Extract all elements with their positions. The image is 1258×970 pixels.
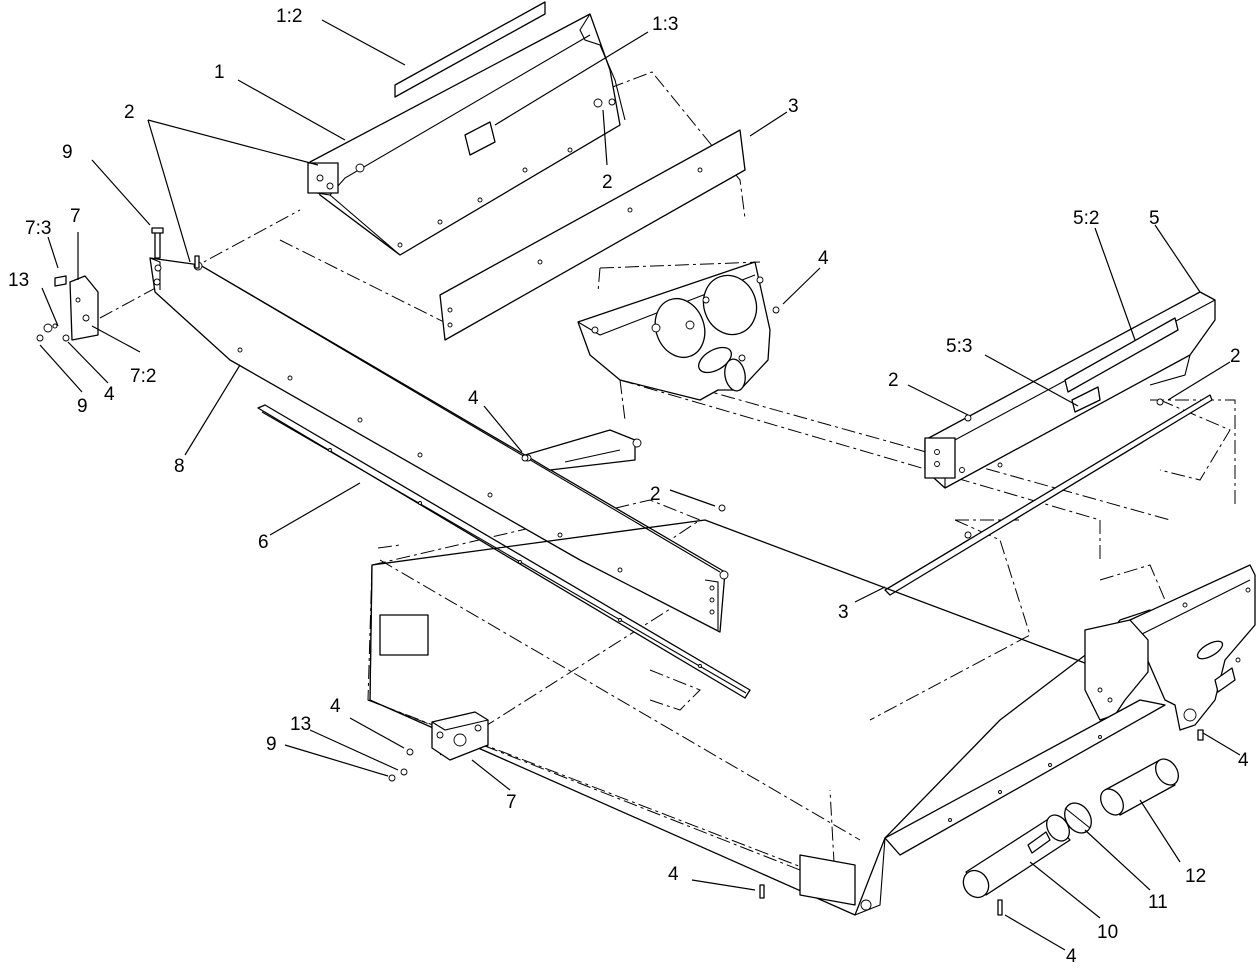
hardware-fasteners: [36, 227, 1204, 916]
center-bracket: [524, 429, 642, 471]
callout-7-a: 7: [70, 206, 81, 227]
callout-13-b: 13: [290, 714, 311, 735]
part-7-3-decal: [54, 275, 67, 287]
callout-1-2: 1:2: [276, 6, 302, 27]
part-1-2-decal: [394, 1, 546, 98]
callout-1: 1: [214, 62, 225, 83]
callout-labels: 1:2 1:3 1 2 2 3 9 7:3 7 13 7:2 4 9 8 6 4…: [8, 6, 1249, 967]
callout-4-a: 4: [104, 384, 115, 405]
callout-10: 10: [1097, 922, 1118, 943]
part-10-pin-tube: [962, 814, 1071, 899]
callout-4-g: 4: [330, 696, 341, 717]
callout-4-c: 4: [818, 248, 829, 269]
part-5-2-decal: [1064, 317, 1179, 393]
part-1-3-decal: [464, 121, 496, 156]
part-3-scraper-bar-lower: [884, 394, 1213, 596]
lower-deck-housing: [369, 519, 1151, 916]
callout-7-3: 7:3: [25, 218, 51, 239]
callout-8: 8: [174, 456, 185, 477]
callout-5-2: 5:2: [1073, 208, 1099, 229]
callout-4-f: 4: [668, 864, 679, 885]
callout-7-2: 7:2: [130, 366, 156, 387]
callout-12: 12: [1185, 866, 1206, 887]
callout-4-d: 4: [1238, 750, 1249, 771]
callout-7-b: 7: [506, 792, 517, 813]
callout-5-3: 5:3: [946, 336, 972, 357]
callout-3-a: 3: [788, 96, 799, 117]
callout-2-b: 2: [602, 172, 613, 193]
callout-1-3: 1:3: [652, 14, 678, 35]
right-corner-bracket: [1084, 619, 1149, 721]
part-7-bracket-left: [69, 275, 99, 341]
callout-2-e: 2: [1230, 346, 1241, 367]
callout-13-a: 13: [8, 270, 29, 291]
callout-2-c: 2: [650, 484, 661, 505]
callout-4-b: 4: [468, 388, 479, 409]
part-12-end-cap: [1100, 758, 1179, 816]
callout-2-d: 2: [888, 370, 899, 391]
part-5-3-decal: [1071, 386, 1101, 413]
part-6-knife-strip: [257, 404, 751, 699]
part-7-bracket-bottom: [431, 711, 489, 761]
side-plate-center: [577, 261, 771, 401]
callout-4-e: 4: [1066, 946, 1077, 967]
callout-11: 11: [1148, 892, 1168, 913]
part-8-main-tube: [149, 257, 729, 633]
callout-2-a: 2: [124, 102, 135, 123]
callout-6: 6: [258, 532, 269, 553]
callout-9-b: 9: [77, 396, 88, 417]
bottom-right-plate: [884, 699, 1166, 856]
callout-9-c: 9: [266, 734, 277, 755]
leader-lines: [39, 19, 1241, 951]
callout-9-a: 9: [62, 142, 73, 163]
callout-5: 5: [1149, 208, 1160, 229]
callout-3-b: 3: [838, 602, 849, 623]
part-3-scraper-bar-upper: [439, 129, 746, 341]
